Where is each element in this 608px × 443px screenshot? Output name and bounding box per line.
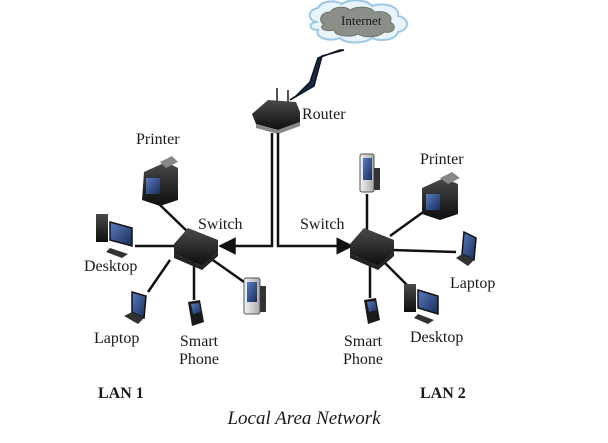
lan1-laptop-label: Laptop: [94, 330, 140, 347]
lan2-desktop-label: Desktop: [410, 329, 464, 346]
lan1-desktop-label: Desktop: [84, 258, 138, 275]
lan1-handheld-icon: [243, 277, 266, 315]
lan2-smartphone-label: Smart Phone: [338, 333, 388, 369]
lan2-links: [365, 194, 457, 298]
lan1-smartphone-label-line2: Phone: [179, 351, 219, 368]
lan1-desktop-icon: [96, 214, 133, 258]
lan1-printer-label: Printer: [136, 131, 180, 148]
lan1-switch-label: Switch: [198, 216, 243, 233]
lan2-handheld-icon: [359, 153, 380, 193]
router-label: Router: [302, 106, 346, 123]
lan1-smartphone-label: Smart Phone: [174, 333, 224, 369]
backbone-links: [218, 133, 354, 255]
lan1-printer-icon: [142, 156, 178, 206]
lan1-links: [135, 204, 245, 300]
lan2-printer-icon: [422, 172, 460, 220]
lan1-laptop-icon: [124, 291, 147, 324]
lan2-switch-label: Switch: [300, 216, 345, 233]
lan2-smartphone-icon: [364, 298, 380, 324]
lan2-desktop-icon: [404, 284, 439, 324]
lan2-label: LAN 2: [420, 385, 466, 402]
lan2-printer-label: Printer: [420, 151, 464, 168]
lan2-smartphone-label-line1: Smart: [343, 333, 383, 350]
lan1-smartphone-label-line1: Smart: [179, 333, 219, 350]
internet-label: Internet: [341, 13, 382, 28]
lan2-laptop-label: Laptop: [450, 275, 496, 292]
wireless-link-icon: [289, 49, 345, 101]
internet-cloud-icon: [308, 0, 408, 44]
figure-caption: Local Area Network: [227, 408, 381, 429]
lan1-label: LAN 1: [98, 385, 144, 402]
lan2-smartphone-label-line2: Phone: [343, 351, 383, 368]
lan2-switch-icon: [350, 228, 394, 270]
lan2-laptop-icon: [456, 230, 477, 266]
router-icon: [252, 88, 300, 134]
lan1-switch-icon: [174, 228, 218, 270]
lan1-smartphone-icon: [188, 300, 204, 326]
